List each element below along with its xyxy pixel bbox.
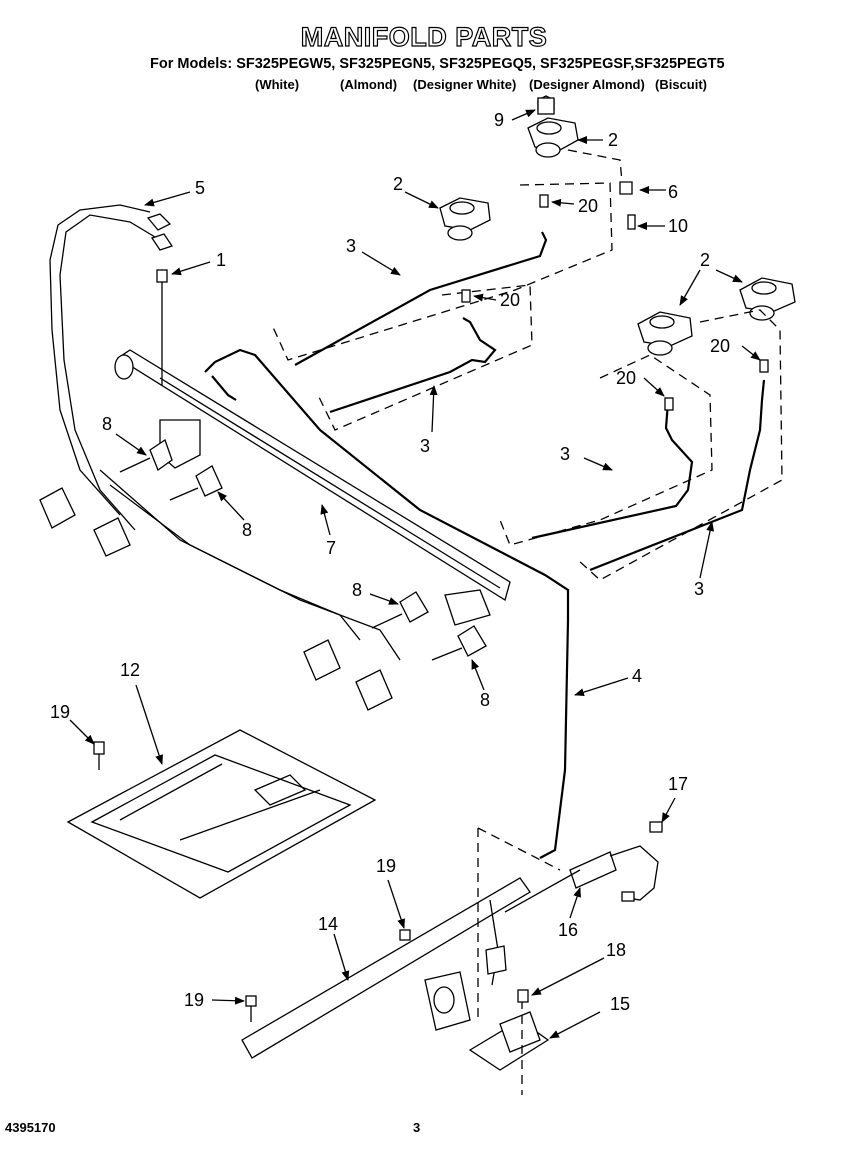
- orifices: [461, 194, 769, 411]
- burner-box-cover: [66, 729, 377, 899]
- manifold-pipe: [114, 349, 511, 626]
- callout-3-lower: 3: [694, 579, 704, 599]
- callout-3-middle: 3: [420, 436, 430, 456]
- diagram-title: MANIFOLD PARTS: [300, 21, 548, 52]
- screws: [93, 97, 663, 1022]
- color-designer-almond: (Designer Almond): [529, 77, 645, 92]
- oven-burner-tube: [241, 877, 531, 1059]
- color-biscuit: (Biscuit): [655, 77, 707, 92]
- leader-arrows: [69, 109, 761, 1039]
- callout-20-lower: 20: [616, 368, 636, 388]
- callout-7: 7: [326, 538, 336, 558]
- gas-tubes: [294, 231, 766, 572]
- color-almond: (Almond): [340, 77, 398, 92]
- callout-8-left: 8: [102, 414, 112, 434]
- color-white: (White): [255, 77, 300, 92]
- callout-2-right: 2: [700, 250, 710, 270]
- assembly-dashed-lines: [477, 827, 581, 1095]
- callout-12: 12: [120, 660, 140, 680]
- thermostat-valve: [424, 971, 550, 1071]
- callout-19-bottom: 19: [184, 990, 204, 1010]
- color-designer-white: (Designer White): [413, 77, 517, 92]
- manifold-supply-tube: [204, 348, 570, 859]
- callout-5: 5: [195, 178, 205, 198]
- burner-base-far-right: [739, 277, 796, 321]
- callout-10: 10: [668, 216, 688, 236]
- callout-14: 14: [318, 914, 338, 934]
- document-number: 4395170: [5, 1120, 56, 1135]
- callout-19-center: 19: [376, 856, 396, 876]
- callout-3-top: 3: [346, 236, 356, 256]
- callout-2-top: 2: [608, 130, 618, 150]
- burner-valves: [119, 438, 487, 661]
- burner-base-center: [439, 197, 491, 241]
- callout-19-left: 19: [50, 702, 70, 722]
- callout-3-right: 3: [560, 444, 570, 464]
- callout-8-middle: 8: [242, 520, 252, 540]
- callout-4: 4: [632, 666, 642, 686]
- callout-6: 6: [668, 182, 678, 202]
- callout-20-right: 20: [710, 336, 730, 356]
- clip-and-screw: [619, 181, 636, 230]
- callout-20-top: 20: [578, 196, 598, 216]
- callout-8-bottom: 8: [480, 690, 490, 710]
- callout-16: 16: [558, 920, 578, 940]
- callout-15: 15: [610, 994, 630, 1014]
- wiring-harness: [39, 204, 401, 711]
- callout-8-lower: 8: [352, 580, 362, 600]
- callout-labels: 1 2 2 2 3 3 3 3 4 5 6 7 8 8 8 8 9 10 12 …: [50, 110, 730, 1014]
- tube-dashed-outlines: [271, 149, 783, 581]
- models-line: For Models: SF325PEGW5, SF325PEGN5, SF32…: [150, 56, 725, 72]
- callout-1: 1: [216, 250, 226, 270]
- page-number: 3: [413, 1120, 421, 1135]
- callout-2-center: 2: [393, 174, 403, 194]
- igniter: [569, 845, 659, 902]
- callout-17: 17: [668, 774, 688, 794]
- callout-18: 18: [606, 940, 626, 960]
- burner-base-right: [637, 311, 693, 356]
- callout-9: 9: [494, 110, 504, 130]
- callout-20-middle: 20: [500, 290, 520, 310]
